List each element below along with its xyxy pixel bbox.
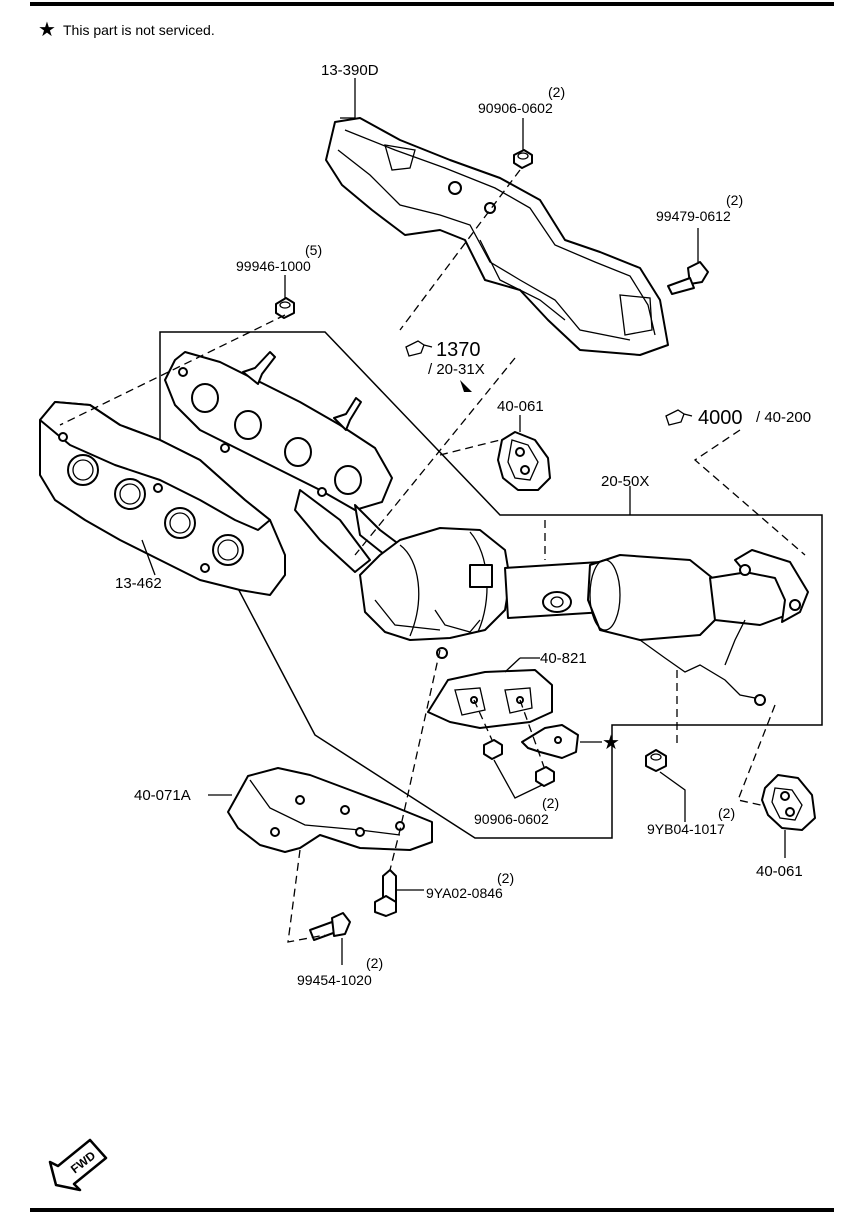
qty-bolt-stay-1: (2) [497,870,514,886]
qty-nut-right: (2) [718,805,735,821]
label-nuts-lower: 90906-0602 [474,811,549,827]
star-marker: ★ [602,732,620,754]
note-text: This part is not serviced. [63,22,215,38]
bracket-not-serviced [521,724,579,759]
dash-hanger-lower [737,704,776,807]
leader-40-821-b [504,657,521,673]
label-nut-left: 99946-1000 [236,258,311,274]
dash-nut-lower-2 [519,699,545,768]
dash-hanger-upper-1 [439,439,501,456]
fwd-arrow-icon: FWD [48,1138,108,1192]
note-star: ★ [38,19,56,41]
qty-nuts-lower: (2) [542,795,559,811]
arrow-1370 [460,380,472,392]
hanger-lower [761,774,816,831]
label-hanger-upper: 40-061 [497,398,544,415]
bottom-rule [30,1208,834,1212]
leader-nut-right [659,771,686,822]
top-rule [30,2,834,6]
label-hanger-lower: 40-061 [756,863,803,880]
dash-stay-bolt-1 [389,649,441,871]
leader-13-462 [141,539,156,576]
label-bolt-top: 99479-0612 [656,208,731,224]
heat-insulator-upper [325,117,669,356]
label-40-821: 40-821 [540,650,587,667]
manifold-converter [164,351,809,706]
dash-nut-left [59,314,286,426]
qty-bolt-top: (2) [726,192,743,208]
qty-bolt-stay-2: (2) [366,955,383,971]
hanger-upper [497,431,551,491]
ref-1370-main: 1370 [436,339,481,361]
stay [227,767,433,853]
dash-stay-bolt-2 [287,849,326,943]
label-13-462: 13-462 [115,575,162,592]
label-20-50X: 20-50X [601,473,649,490]
ref-4000-main: 4000 [698,407,743,429]
leader-nuts-lower [493,759,543,799]
ref-4000 [665,409,693,426]
dash-nut-lower-1 [473,699,493,741]
label-40-071A: 40-071A [134,787,191,804]
qty-nut-left: (5) [305,242,322,258]
nut-left [275,297,295,319]
label-nut-right: 9YB04-1017 [647,821,725,837]
qty-nut-top: (2) [548,84,565,100]
bolt-stay-2 [309,912,351,941]
gasket [39,401,286,596]
insulator-lower [427,669,553,729]
bolt-top [667,261,709,295]
label-bolt-stay-2: 99454-1020 [297,972,372,988]
ref-4000-sub: / 40-200 [756,409,811,426]
label-nut-top: 90906-0602 [478,100,553,116]
ref-1370 [405,340,433,357]
nuts-lower [483,739,555,787]
dash-line-4000 [693,429,806,556]
nut-right [645,749,667,772]
label-13-390D: 13-390D [321,62,379,79]
dash-nut-top [399,169,521,331]
nut-top [513,149,533,169]
bolt-stay-1 [374,869,397,917]
ref-1370-sub: / 20-31X [428,361,485,378]
label-bolt-stay-1: 9YA02-0846 [426,885,503,901]
dash-line-1370 [354,357,516,556]
